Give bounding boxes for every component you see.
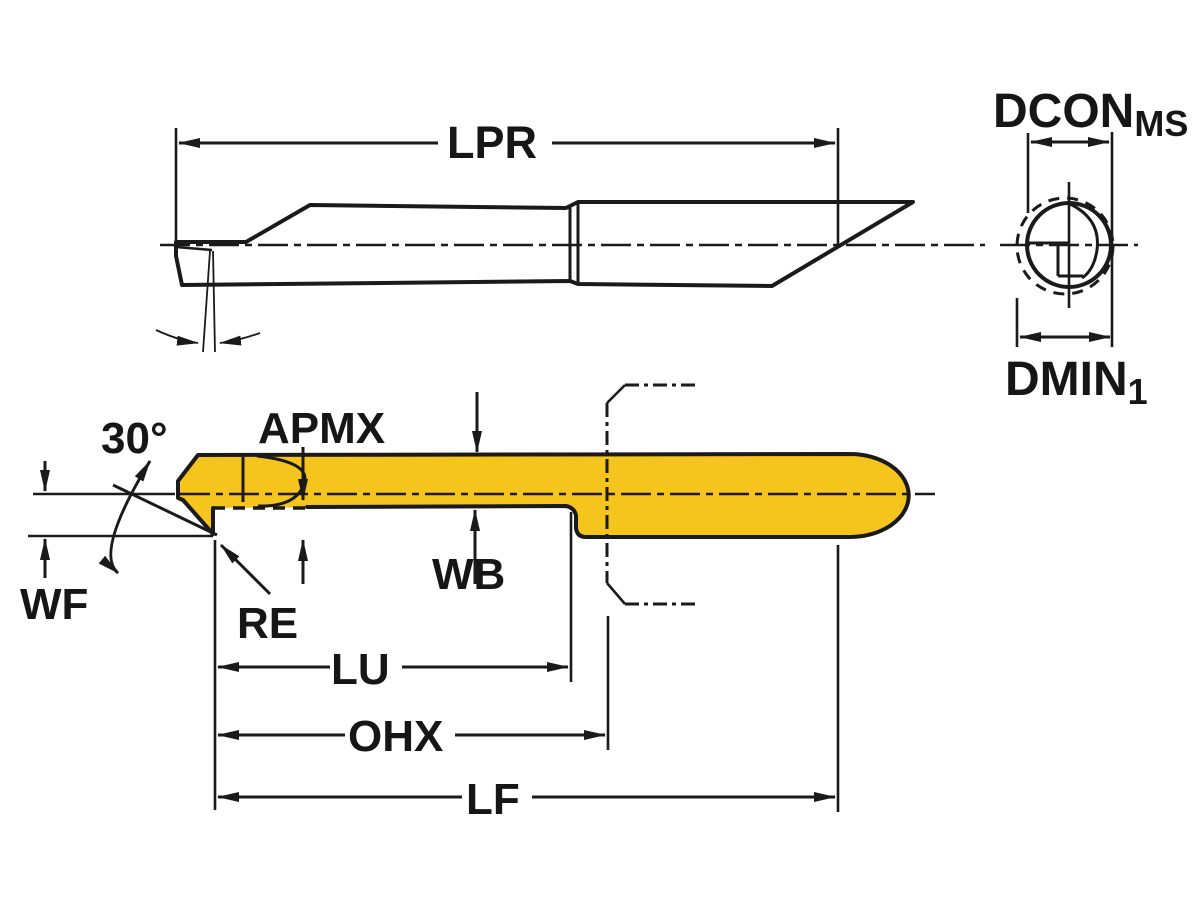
apmx-label: APMX [258, 404, 385, 453]
tip-angle-extension-lines [202, 250, 216, 353]
tip-angle-arrow-left [155, 329, 199, 346]
insert-end-geometry [1027, 202, 1099, 280]
wf-label: WF [20, 580, 88, 629]
dmin-label-base: DMIN [1005, 353, 1128, 406]
re-label: RE [237, 599, 298, 648]
dmin-label-subscript: 1 [1128, 371, 1148, 412]
dmin-label: DMIN1 [1005, 353, 1148, 412]
insert-edge-line [175, 245, 213, 252]
tool-body-side [174, 200, 915, 288]
break-line-dashdot [605, 383, 700, 606]
end-view-insert: DCONMS DMIN1 [993, 85, 1188, 412]
re-leader-arrow [219, 543, 272, 596]
tool-body-detail [178, 454, 909, 537]
break-line-kinks [606, 384, 626, 605]
side-view-shank: LPR [155, 117, 985, 353]
dcon-label-subscript: MS [1134, 103, 1188, 144]
angle-arc [98, 460, 152, 575]
dcon-label-base: DCON [993, 85, 1134, 138]
lu-label: LU [331, 645, 390, 694]
tip-angle-arrow-right [219, 332, 261, 346]
angle-label: 30° [101, 414, 168, 463]
dcon-label: DCONMS [993, 85, 1188, 144]
lpr-label: LPR [447, 117, 537, 168]
lpr-extension-lines [174, 128, 840, 247]
lf-label: LF [466, 775, 520, 824]
dcon-extension-lines [1026, 132, 1114, 347]
side-view-cutting-head: 30° WF APMX RE WB LU OHX LF [20, 383, 935, 824]
wb-label: WB [432, 550, 505, 599]
ohx-label: OHX [348, 712, 443, 761]
shank-step-edges [568, 202, 580, 284]
